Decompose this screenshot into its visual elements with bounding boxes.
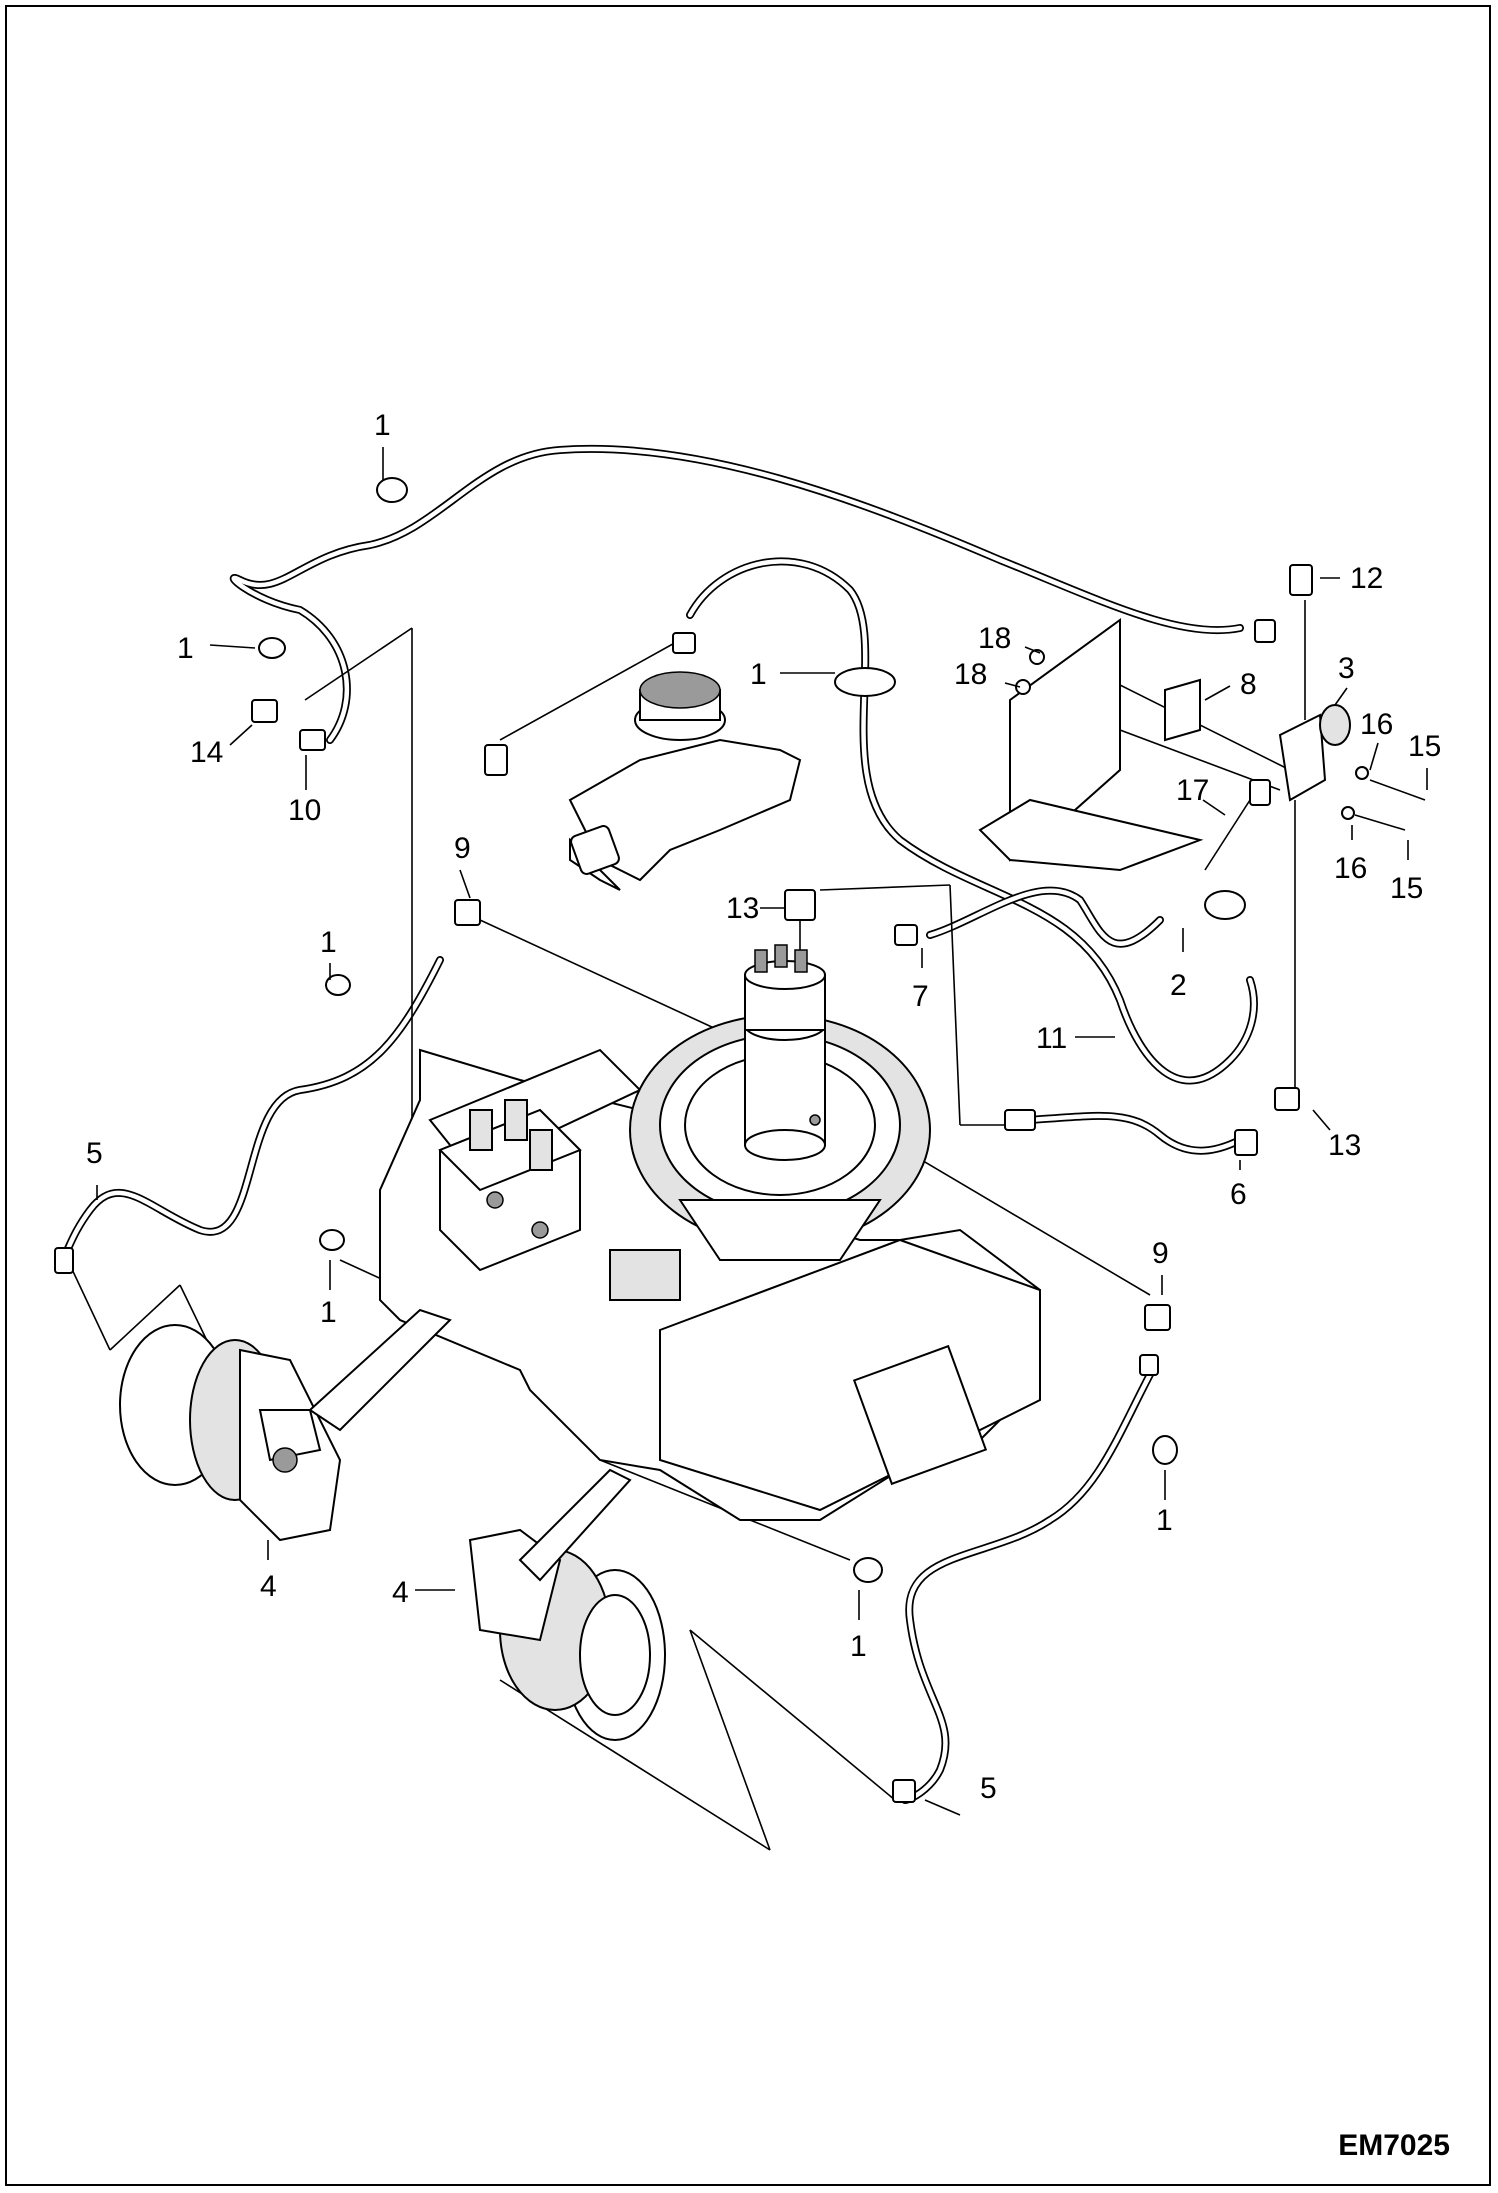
drawing-code: EM7025 — [1338, 2129, 1450, 2162]
hoses — [61, 444, 1258, 1804]
callout-1: 1 — [320, 926, 337, 959]
callout-18: 18 — [978, 622, 1011, 655]
callout-13: 13 — [1328, 1129, 1361, 1162]
callout-2: 2 — [1170, 969, 1187, 1002]
callout-4: 4 — [260, 1570, 277, 1603]
callout-12: 12 — [1350, 562, 1383, 595]
callout-15: 15 — [1408, 730, 1441, 763]
fittings — [54, 564, 1426, 1803]
callout-5: 5 — [86, 1137, 103, 1170]
callout-1: 1 — [320, 1296, 337, 1329]
callout-14: 14 — [190, 736, 223, 769]
callout-17: 17 — [1176, 774, 1209, 807]
callout-4: 4 — [392, 1576, 409, 1609]
callout-18: 18 — [954, 658, 987, 691]
callout-5: 5 — [980, 1772, 997, 1805]
clamps — [258, 477, 1246, 1583]
track-motor-right — [468, 1468, 666, 1741]
callouts: 1 1 1 1 1 1 1 2 3 4 4 5 5 6 7 8 9 9 10 1… — [86, 409, 1441, 1805]
callout-1: 1 — [1156, 1504, 1173, 1537]
track-motor-left — [119, 1308, 452, 1542]
hydraulic-tank — [568, 671, 802, 891]
callout-1: 1 — [374, 409, 391, 442]
callout-7: 7 — [912, 980, 929, 1013]
callout-11: 11 — [1036, 1022, 1067, 1055]
bracket-assembly — [978, 618, 1351, 872]
callout-leaders — [96, 447, 1428, 1816]
callout-1: 1 — [177, 632, 194, 665]
callout-3: 3 — [1338, 652, 1355, 685]
callout-13: 13 — [726, 892, 759, 925]
callout-10: 10 — [288, 794, 321, 827]
callout-6: 6 — [1230, 1178, 1247, 1211]
valve-block — [438, 1099, 582, 1272]
callout-1: 1 — [750, 658, 767, 691]
callout-16: 16 — [1334, 852, 1367, 885]
callout-9: 9 — [454, 832, 471, 865]
callout-15: 15 — [1390, 872, 1423, 905]
rotary-joint — [744, 944, 826, 1161]
callout-1: 1 — [850, 1630, 867, 1663]
callout-9: 9 — [1152, 1237, 1169, 1270]
callout-8: 8 — [1240, 668, 1257, 701]
callout-16: 16 — [1360, 708, 1393, 741]
drawing-frame — [5, 5, 1491, 2186]
